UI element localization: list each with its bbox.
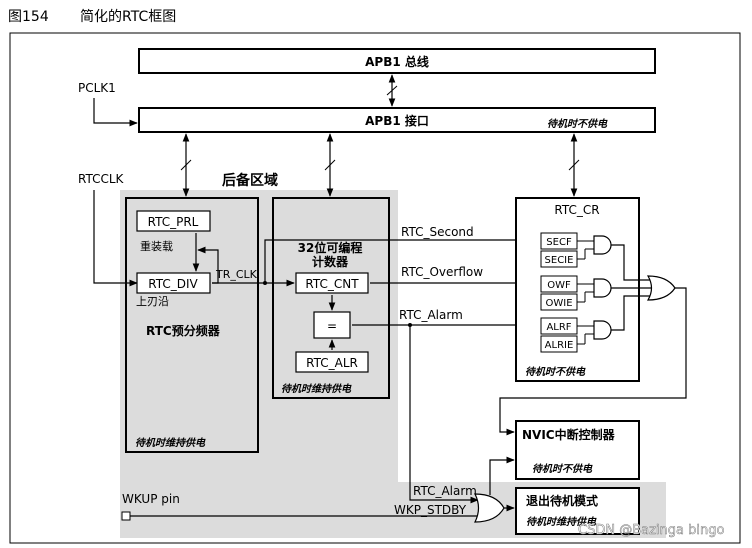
rtc-cr-note: 待机时不供电 [525, 366, 586, 378]
rtc-div-register [136, 272, 211, 294]
tr-clk-label: TR_CLK [215, 268, 258, 281]
rtc-cr-bus-slash [568, 159, 580, 171]
secf-label: SECF [546, 237, 572, 248]
bus-slash [386, 85, 398, 96]
or-gate [646, 275, 676, 301]
owf-label: OWF [547, 280, 571, 291]
rtc-alr-register [295, 351, 369, 373]
prescaler-title: RTC预分频器 [146, 323, 221, 338]
rtc-cnt-label: RTC_CNT [305, 277, 359, 291]
and-gate-second [593, 235, 612, 255]
prescaler-block [125, 197, 259, 453]
counter-block [272, 197, 390, 399]
apb1-bus [138, 48, 656, 74]
pclk1-label: PCLK1 [78, 81, 116, 95]
rtc-overflow-label: RTC_Overflow [401, 265, 483, 279]
backup-domain-label: 后备区域 [222, 172, 278, 189]
secie-label: SECIE [545, 255, 574, 266]
apb1-interface-label: APB1 接口 [365, 113, 429, 128]
apb1-bus-label: APB1 总线 [365, 54, 429, 69]
rtcclk-line [93, 190, 138, 287]
and-gate-overflow [593, 278, 612, 298]
standby-exit-note: 待机时维持供电 [526, 516, 597, 528]
alarm-standby-line [409, 325, 479, 504]
wkup-pin-terminal [121, 511, 131, 521]
owie-label: OWIE [545, 298, 572, 309]
rtc-cr-flags: SECF SECIE OWF OWIE ALRF ALRIE [540, 232, 578, 353]
edge-label: 上刃沿 [136, 295, 169, 308]
comparator [313, 311, 351, 339]
rtc-cr-title: RTC_CR [554, 203, 599, 217]
figure-title: 简化的RTC框图 [80, 8, 176, 25]
watermark: CSDN @Bazinga bingo [578, 523, 724, 538]
rtc-prl-label: RTC_PRL [148, 215, 199, 229]
nvic-block [515, 420, 640, 480]
rtc-prl-register [136, 210, 211, 232]
counter-bus-slash [324, 159, 336, 171]
rtc-cnt-register [295, 272, 369, 294]
standby-or-gate [474, 493, 505, 523]
standby-exit-block [515, 487, 640, 535]
wkup-pin-label: WKUP pin [122, 492, 180, 506]
rtc-second-line [264, 236, 540, 283]
rtc-alr-label: RTC_ALR [306, 356, 358, 370]
wkp-stdby-label: WKP_STDBY [394, 503, 467, 517]
counter-title-1: 32位可编程 [298, 240, 363, 255]
and-gate-alarm [593, 320, 612, 340]
counter-title-2: 计数器 [312, 254, 349, 269]
prescaler-note: 待机时维持供电 [135, 437, 206, 449]
outer-frame [9, 32, 741, 544]
or-input-wires [611, 244, 652, 331]
rtc-alarm-label: RTC_Alarm [399, 308, 463, 322]
alrie-label: ALRIE [545, 340, 574, 351]
counter-note: 待机时维持供电 [281, 383, 352, 395]
apb1-interface-note: 待机时不供电 [547, 118, 608, 130]
rtc-div-label: RTC_DIV [148, 277, 198, 291]
standby-exit-title: 退出待机模式 [526, 493, 598, 508]
nvic-note: 待机时不供电 [532, 463, 593, 475]
comparator-label: = [327, 319, 337, 333]
figure-number: 图154 [8, 9, 49, 25]
standby-nvic-line [489, 456, 515, 495]
gate-input-wires [577, 240, 594, 345]
apb1-interface [138, 107, 656, 133]
rtc-alarm-2-label: RTC_Alarm [413, 484, 477, 498]
nvic-title: NVIC中断控制器 [522, 427, 616, 442]
rtcclk-label: RTCCLK [78, 172, 125, 186]
alrf-label: ALRF [546, 322, 571, 333]
interrupt-line [499, 287, 687, 436]
reload-label: 重装载 [140, 239, 173, 253]
pclk1-line [93, 98, 138, 127]
rtc-second-label: RTC_Second [401, 225, 474, 239]
prescaler-bus-slash [180, 159, 192, 171]
